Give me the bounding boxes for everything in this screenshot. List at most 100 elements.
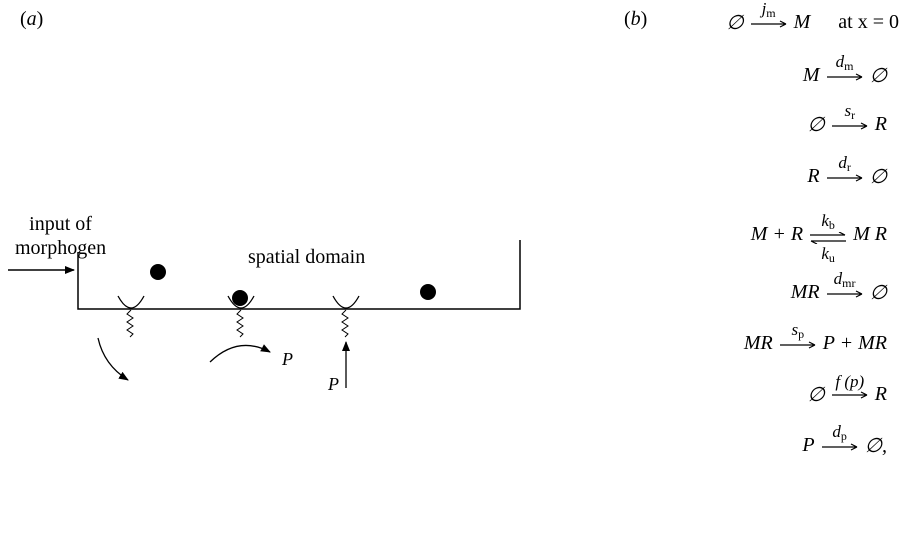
rate-subscript: m [766,6,776,20]
rate-subscript: p [840,429,847,443]
reaction-left: ∅ [726,11,744,34]
arrow-line [826,73,862,81]
receptor-tail [236,309,244,338]
reaction-arrow: dp [821,423,859,451]
product-p-label-1: P [282,349,293,369]
rate-constant: dp [832,423,847,442]
morphogen-dot-bound [232,290,248,306]
forward-arrow [821,443,857,451]
forward-arrow [779,341,816,349]
production-arrow [209,344,271,363]
receptor-cup [117,295,145,309]
rate-symbol: d [832,422,841,441]
morphogen-dot [150,264,166,280]
arrow-line [821,443,857,451]
rate-symbol: d [835,52,845,71]
rate-constant: sr [844,102,855,121]
reaction-row: MR dmr ∅ [790,270,887,312]
panel-a-label: (a) [20,8,44,30]
reaction-left: MR [743,331,773,354]
receptor-tail [126,309,134,338]
arrow-line [831,122,868,130]
rate-symbol: k [821,211,829,230]
rate-constant: jm [762,0,776,19]
reaction-row: ∅ f (p) R [807,373,887,414]
reaction-right: M R [853,222,887,245]
arrow-line [779,341,816,349]
rate-symbol: k [821,244,829,263]
input-label: input of morphogen [15,212,106,260]
backward-arrow-line [810,240,847,244]
forward-arrow [831,391,868,399]
input-label-line2: morphogen [15,237,107,259]
rate-subscript: r [846,160,851,174]
panel-b-label: (b) [624,8,648,30]
rate-constant: dr [838,154,851,173]
forward-arrow [826,174,862,182]
product-p-label-2: P [328,374,339,394]
forward-arrow [826,73,862,81]
rate-constant: f (p) [835,373,864,390]
reaction-right: ∅ [869,165,887,188]
reaction-right: R [874,112,887,135]
rate-subscript: mr [842,276,856,290]
reaction-arrow: sr [831,102,869,130]
arrow-line [826,174,862,182]
reaction-condition: at x = 0 [838,10,899,33]
rate-subscript: m [844,59,854,73]
reaction-arrow: dmr [826,270,864,298]
reaction-row: MR sp P + MR [743,321,887,363]
rate-symbol: s [791,320,799,339]
rate-subscript: p [798,327,805,341]
spatial-domain-label: spatial domain [248,246,366,268]
rate-constant: sp [791,321,804,340]
rate-symbol: f (p) [835,372,865,391]
receptor-cup [332,295,360,309]
reaction-arrow: dr [826,154,864,182]
reaction-right: P + MR [822,331,887,354]
reaction-arrow: sp [779,321,817,349]
reaction-left: M + R [750,222,804,245]
reaction-left: M [802,63,820,86]
arrow-line [831,391,868,399]
rate-constant: dmr [834,270,856,289]
reaction-left: ∅ [807,383,825,406]
rate-constant: dm [836,53,854,72]
reaction-left: MR [790,280,820,303]
reaction-arrow: jm [750,0,788,28]
receptor-cup [227,295,255,309]
rate-constant: kb [821,212,835,231]
reaction-right: ∅ [869,281,887,304]
arrow-line [750,20,786,28]
rate-symbol: j [761,0,767,18]
reaction-left: P [802,433,815,456]
rate-subscript: u [828,251,835,265]
reaction-right: ∅, [864,434,887,457]
reversible-arrow [810,232,847,244]
morphogen-dot [420,284,436,300]
forward-arrow [750,20,786,28]
reaction-right: R [874,382,887,405]
input-label-line1: input of [29,213,92,235]
spatial-domain-diagram [8,240,521,388]
reaction-right: ∅ [869,64,887,87]
reverse-rate-constant: ku [821,245,835,264]
degradation-arrow [97,337,129,381]
reaction-left: R [807,164,820,187]
arrow-line [826,290,862,298]
forward-arrow [831,122,868,130]
rate-subscript: b [828,218,835,232]
reaction-left: ∅ [807,113,825,136]
reaction-arrow: dm [826,53,864,81]
forward-arrow [826,290,862,298]
rate-symbol: s [844,101,852,120]
forward-arrow-line [810,232,846,236]
domain-box [77,240,521,310]
